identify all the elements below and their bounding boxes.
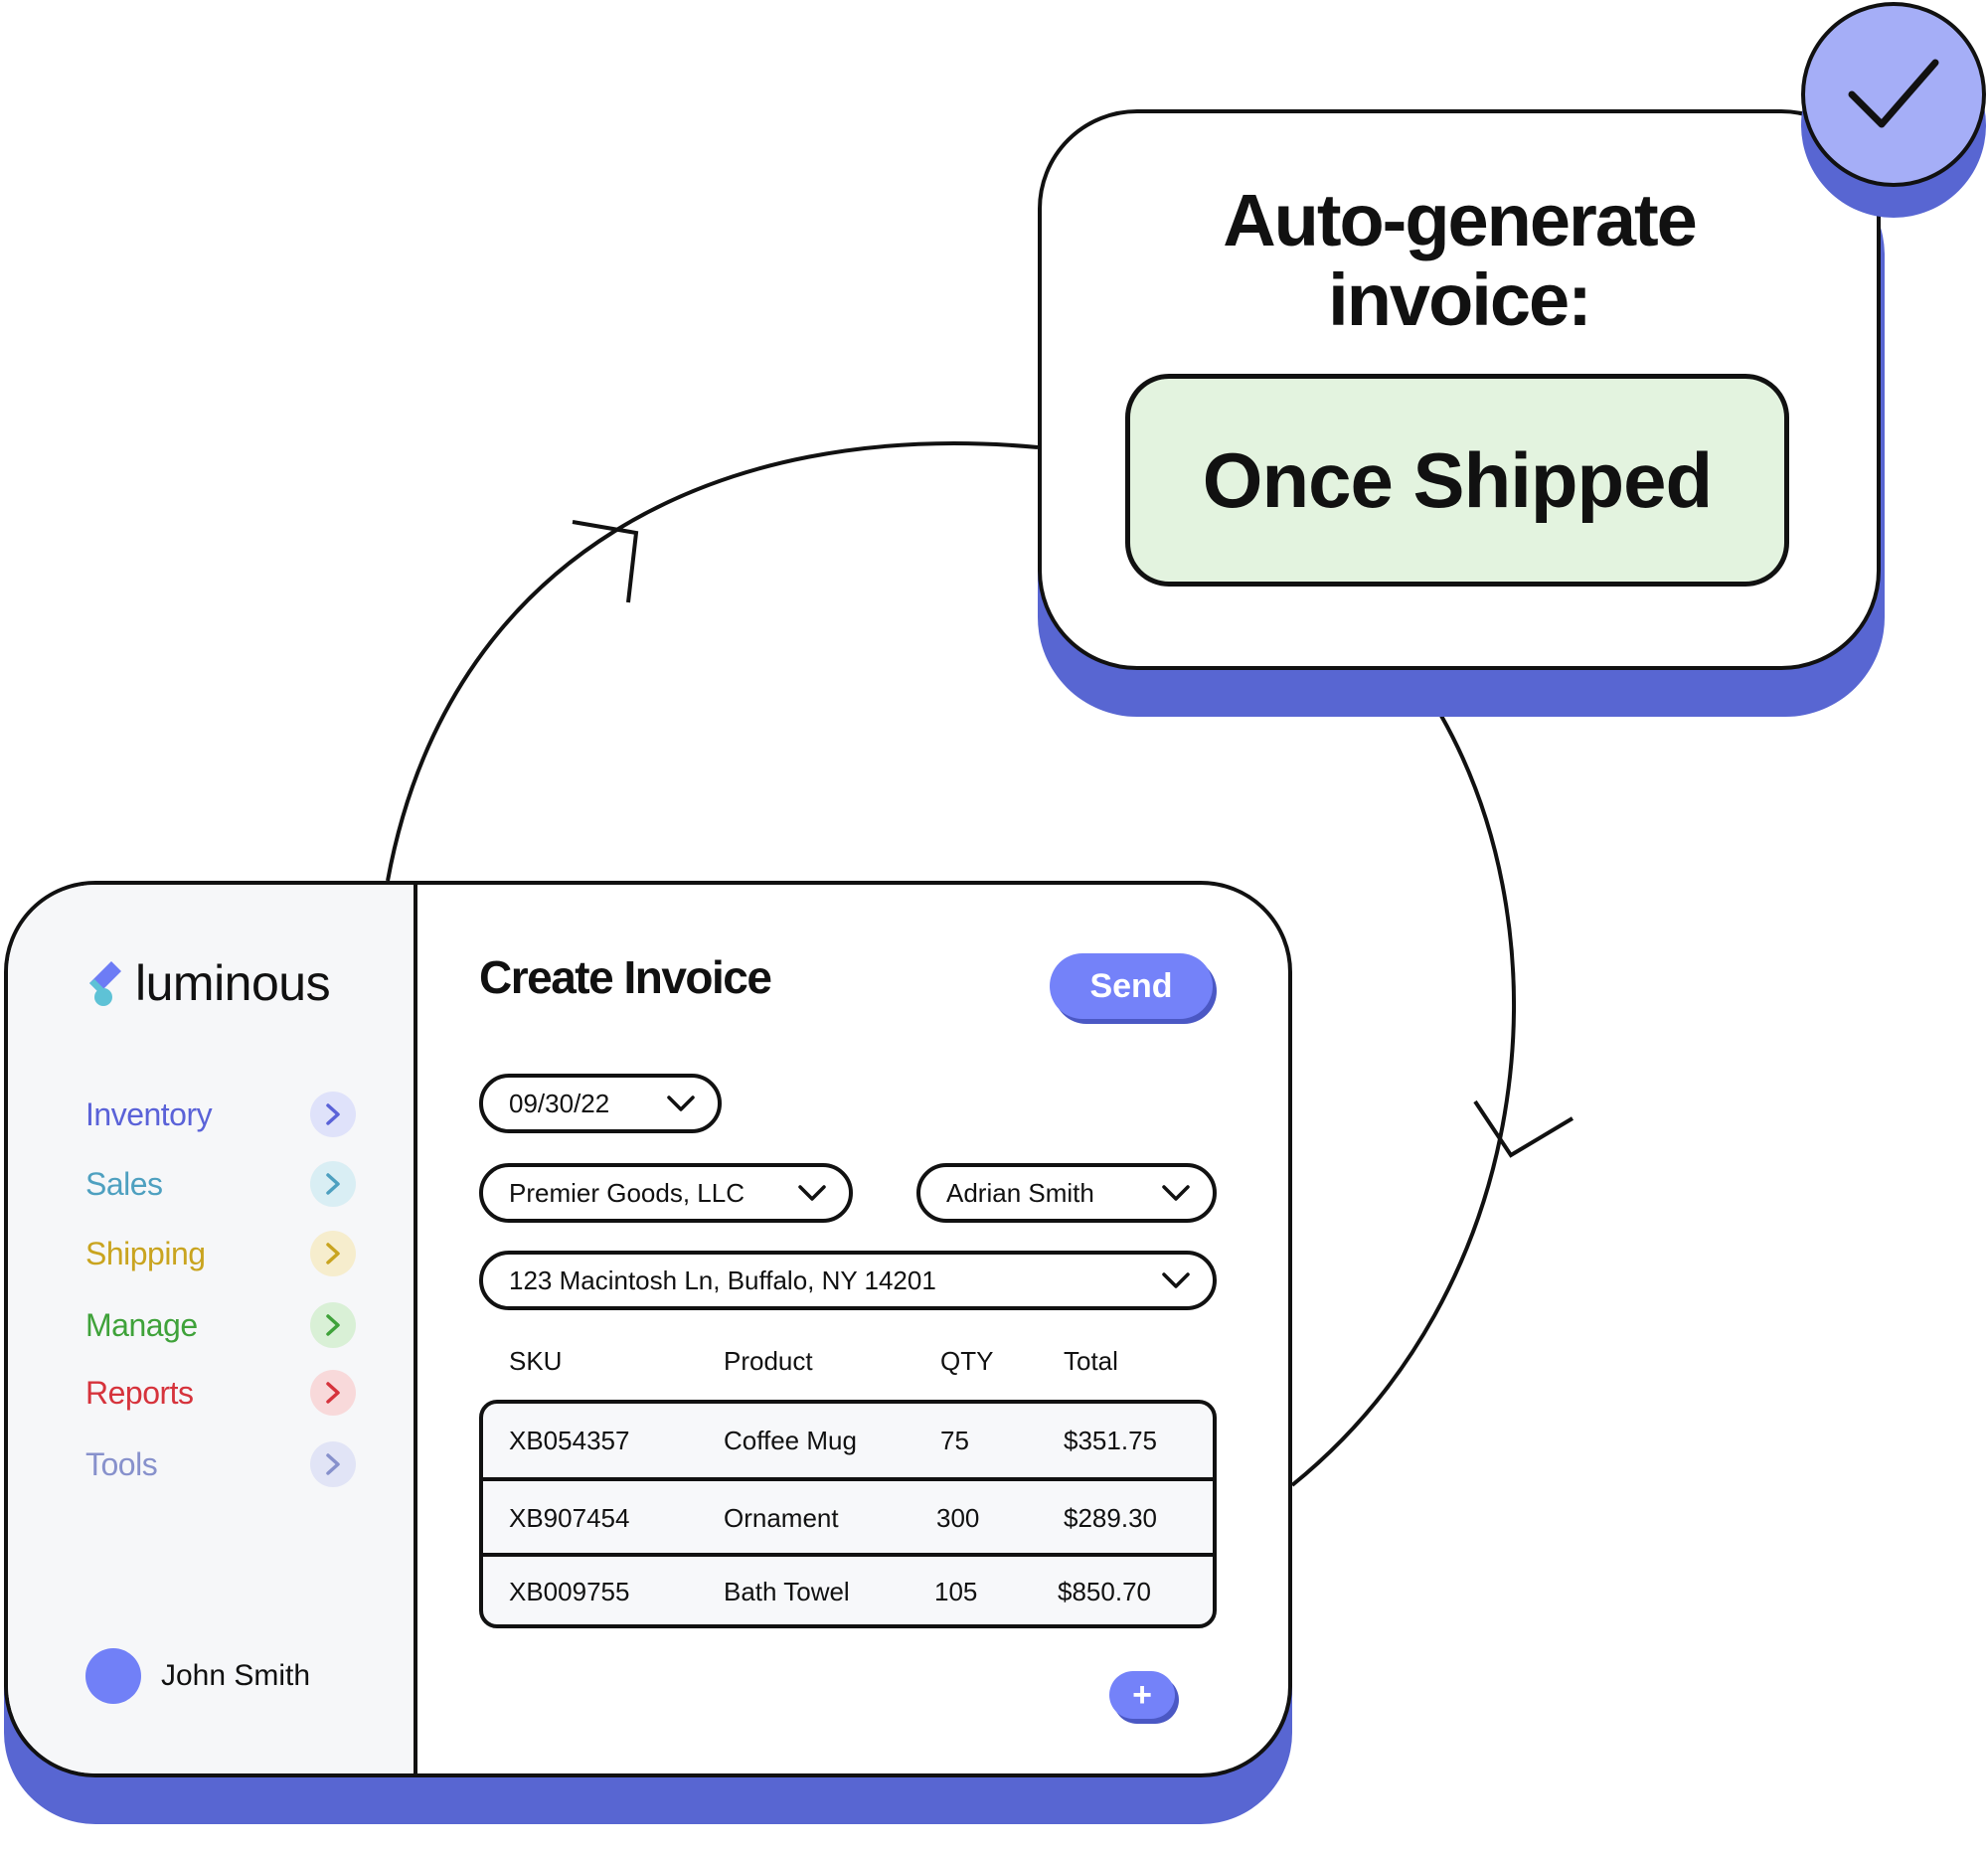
sidebar-item-label: Reports [85, 1374, 194, 1411]
chevron-down-icon [1162, 1185, 1190, 1201]
column-header-sku: SKU [509, 1346, 563, 1376]
sidebar: luminous Inventory Sales Shipping Manage [8, 885, 417, 1773]
arrow-down-icon [1473, 1099, 1574, 1158]
cell-product: Coffee Mug [724, 1426, 857, 1455]
sidebar-item-label: Inventory [85, 1096, 213, 1132]
sidebar-item-label: Manage [85, 1306, 198, 1343]
chevron-right-icon[interactable] [310, 1092, 356, 1137]
sidebar-item-shipping[interactable]: Shipping [85, 1229, 356, 1278]
main-content: Create Invoice Send 09/30/22 Premier Goo… [417, 885, 1288, 1773]
cell-sku: XB054357 [509, 1426, 630, 1455]
sidebar-item-label: Tools [85, 1445, 158, 1482]
sidebar-item-label: Shipping [85, 1235, 206, 1271]
cell-total: $351.75 [1064, 1426, 1157, 1455]
sidebar-item-manage[interactable]: Manage [85, 1300, 356, 1350]
cell-qty: 300 [936, 1503, 980, 1533]
cell-qty: 105 [934, 1577, 978, 1606]
date-value: 09/30/22 [509, 1088, 610, 1118]
cell-total: $289.30 [1064, 1503, 1157, 1533]
chevron-right-icon[interactable] [310, 1302, 356, 1348]
chevron-right-icon[interactable] [310, 1231, 356, 1276]
company-select[interactable]: Premier Goods, LLC [479, 1163, 853, 1223]
address-value: 123 Macintosh Ln, Buffalo, NY 14201 [509, 1264, 936, 1295]
page-title: Create Invoice [479, 951, 772, 1003]
column-header-qty: QTY [940, 1346, 994, 1376]
check-badge [1801, 2, 1986, 187]
arrow-up-icon [572, 520, 639, 603]
auto-generate-title: Auto-generate invoice: [1223, 179, 1698, 341]
table-row[interactable]: XB907454 Ornament 300 $289.30 [483, 1481, 1213, 1555]
cell-product: Bath Towel [724, 1577, 850, 1606]
sidebar-item-inventory[interactable]: Inventory [85, 1090, 356, 1139]
check-icon [1848, 59, 1939, 128]
user-profile[interactable]: John Smith [85, 1648, 310, 1704]
contact-value: Adrian Smith [946, 1177, 1094, 1208]
luminous-logo-icon [89, 961, 121, 1006]
send-button[interactable]: Send [1050, 953, 1213, 1019]
sidebar-item-tools[interactable]: Tools [85, 1439, 356, 1489]
chevron-right-icon[interactable] [310, 1161, 356, 1207]
chevron-down-icon [667, 1096, 695, 1111]
user-name: John Smith [161, 1659, 311, 1692]
contact-select[interactable]: Adrian Smith [916, 1163, 1217, 1223]
cell-sku: XB009755 [509, 1577, 630, 1606]
row-divider [483, 1477, 1213, 1481]
cell-total: $850.70 [1058, 1577, 1151, 1606]
logo[interactable]: luminous [85, 954, 331, 1012]
column-header-total: Total [1064, 1346, 1118, 1376]
invoice-app-window: luminous Inventory Sales Shipping Manage [4, 881, 1292, 1777]
add-row-button[interactable]: + [1109, 1671, 1175, 1719]
table-row[interactable]: XB054357 Coffee Mug 75 $351.75 [483, 1404, 1213, 1477]
line-items-table: XB054357 Coffee Mug 75 $351.75 XB907454 … [479, 1400, 1217, 1628]
sidebar-item-label: Sales [85, 1165, 163, 1202]
cell-sku: XB907454 [509, 1503, 630, 1533]
sidebar-item-reports[interactable]: Reports [85, 1368, 356, 1418]
avatar[interactable] [85, 1648, 141, 1704]
chevron-right-icon[interactable] [310, 1370, 356, 1416]
auto-generate-card: Auto-generate invoice: Once Shipped [1038, 109, 1881, 670]
once-shipped-option[interactable]: Once Shipped [1125, 374, 1789, 587]
sidebar-item-sales[interactable]: Sales [85, 1159, 356, 1209]
chevron-right-icon[interactable] [310, 1441, 356, 1487]
table-row[interactable]: XB009755 Bath Towel 105 $850.70 [483, 1555, 1213, 1624]
logo-text: luminous [135, 955, 331, 1011]
address-select[interactable]: 123 Macintosh Ln, Buffalo, NY 14201 [479, 1251, 1217, 1310]
company-value: Premier Goods, LLC [509, 1177, 745, 1208]
chevron-down-icon [798, 1185, 826, 1201]
row-divider [483, 1553, 1213, 1557]
cell-product: Ornament [724, 1503, 839, 1533]
chevron-down-icon [1162, 1272, 1190, 1288]
column-header-product: Product [724, 1346, 813, 1376]
cell-qty: 75 [940, 1426, 969, 1455]
date-select[interactable]: 09/30/22 [479, 1074, 722, 1133]
